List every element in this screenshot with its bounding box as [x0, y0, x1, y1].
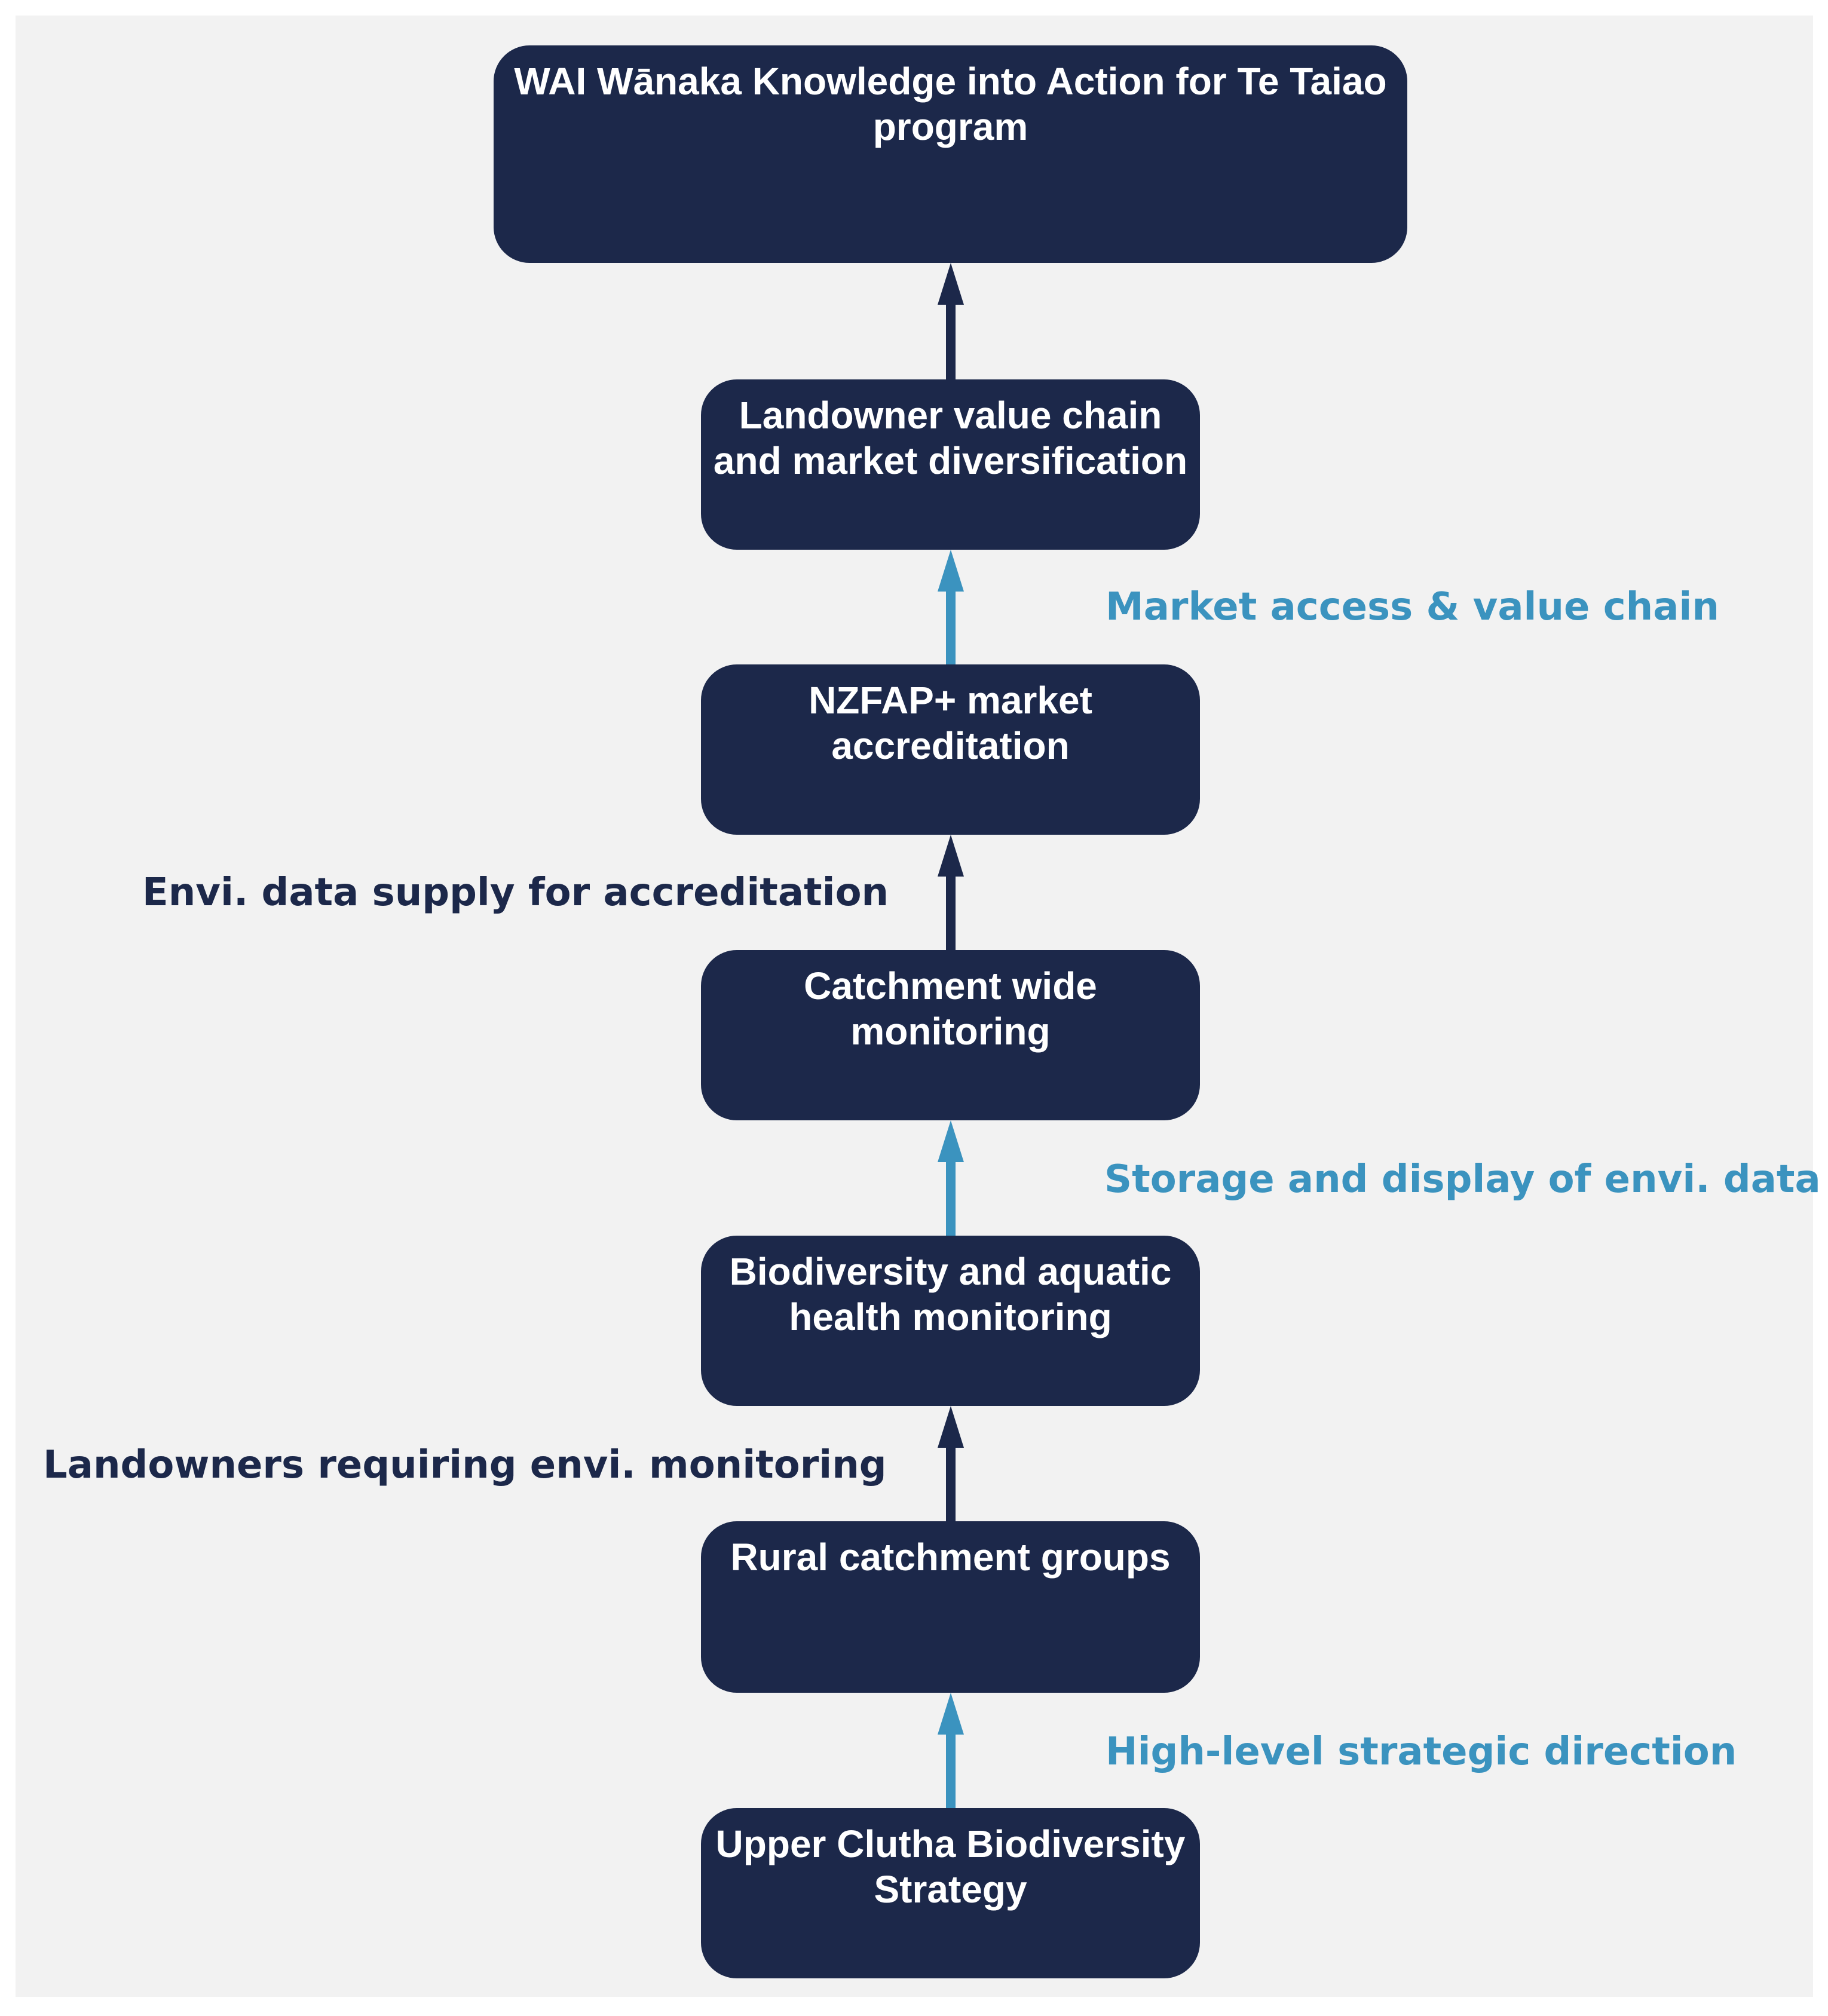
arrow-biodiversity-to-catchment	[938, 1120, 964, 1236]
arrow-rural-to-biodiversity	[938, 1406, 964, 1521]
label-storage-display: Storage and display of envi. data	[1104, 1157, 1821, 1202]
node-catchment-monitoring: Catchment wide monitoring	[701, 950, 1200, 1120]
node-value-chain: Landowner value chain and market diversi…	[701, 379, 1200, 550]
node-program-text: WAI Wānaka Knowledge into Action for Te …	[514, 60, 1387, 148]
node-strategy: Upper Clutha Biodiversity Strategy	[701, 1808, 1200, 1978]
label-strategic-direction: High-level strategic direction	[1106, 1730, 1737, 1774]
node-strategy-text: Upper Clutha Biodiversity Strategy	[715, 1822, 1186, 1911]
arrow-value-chain-to-program	[938, 263, 964, 379]
arrow-catchment-to-nzfap	[938, 835, 964, 950]
arrow-strategy-to-rural	[938, 1693, 964, 1808]
label-market-access: Market access & value chain	[1106, 585, 1719, 629]
label-envi-data-supply: Envi. data supply for accreditation	[142, 871, 889, 915]
node-biodiversity-monitoring: Biodiversity and aquatic health monitori…	[701, 1236, 1200, 1406]
node-value-chain-text: Landowner value chain and market diversi…	[713, 394, 1188, 482]
node-program: WAI Wānaka Knowledge into Action for Te …	[494, 45, 1407, 263]
node-rural-groups: Rural catchment groups	[701, 1521, 1200, 1693]
node-nzfap-text: NZFAP+ market accreditation	[809, 679, 1092, 767]
node-rural-groups-text: Rural catchment groups	[730, 1536, 1171, 1579]
node-biodiversity-monitoring-text: Biodiversity and aquatic health monitori…	[729, 1250, 1172, 1338]
node-catchment-monitoring-text: Catchment wide monitoring	[804, 964, 1097, 1053]
node-nzfap: NZFAP+ market accreditation	[701, 664, 1200, 835]
arrow-nzfap-to-value-chain	[938, 550, 964, 664]
label-landowners-monitoring: Landowners requiring envi. monitoring	[43, 1443, 887, 1487]
